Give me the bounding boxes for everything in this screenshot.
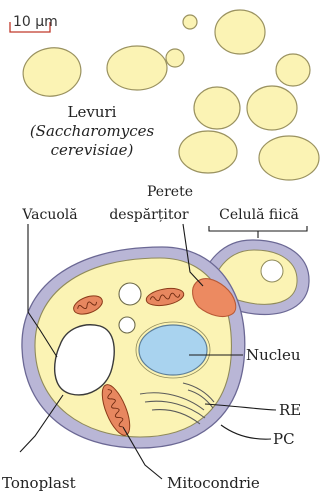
caption-line-2: (Saccharomyces bbox=[30, 122, 155, 140]
label-celula-fiica: Celulă fiică bbox=[219, 207, 299, 223]
nucleus bbox=[139, 325, 207, 375]
label-tonoplast: Tonoplast bbox=[2, 474, 76, 492]
mother-cell bbox=[22, 247, 245, 448]
yeast-cell bbox=[276, 54, 310, 86]
label-pc: PC bbox=[273, 430, 295, 448]
yeast-cell bbox=[194, 87, 240, 129]
label-re: RE bbox=[279, 401, 301, 419]
label-perete-line1: Perete bbox=[147, 184, 193, 200]
yeast-cell bbox=[19, 43, 84, 100]
yeast-bud bbox=[166, 49, 184, 67]
label-perete-line2: despărțitor bbox=[109, 207, 189, 223]
label-vacuola: Vacuolă bbox=[21, 207, 77, 223]
scale-bar-label: 10 µm bbox=[13, 14, 58, 30]
species-caption: Levuri (Saccharomyces cerevisiae) bbox=[30, 103, 155, 159]
daughter-bracket bbox=[209, 226, 307, 231]
yeast-bud bbox=[183, 15, 197, 29]
caption-line-3: cerevisiae) bbox=[51, 141, 134, 159]
yeast-cell bbox=[179, 131, 237, 173]
label-mitocondrie: Mitocondrie bbox=[167, 474, 260, 492]
daughter-vacuole bbox=[261, 260, 283, 282]
vesicle bbox=[119, 283, 141, 305]
yeast-cell bbox=[215, 10, 265, 54]
yeast-cell bbox=[247, 86, 297, 130]
caption-line-1: Levuri bbox=[68, 103, 117, 121]
label-nucleu: Nucleu bbox=[246, 346, 301, 364]
vesicle bbox=[119, 317, 135, 333]
scale-bar: 10 µm bbox=[10, 14, 58, 32]
yeast-cell bbox=[259, 136, 319, 180]
labels-top: Perete despărțitor Vacuolă Celulă fiică bbox=[21, 184, 307, 238]
yeast-cell bbox=[107, 46, 167, 90]
